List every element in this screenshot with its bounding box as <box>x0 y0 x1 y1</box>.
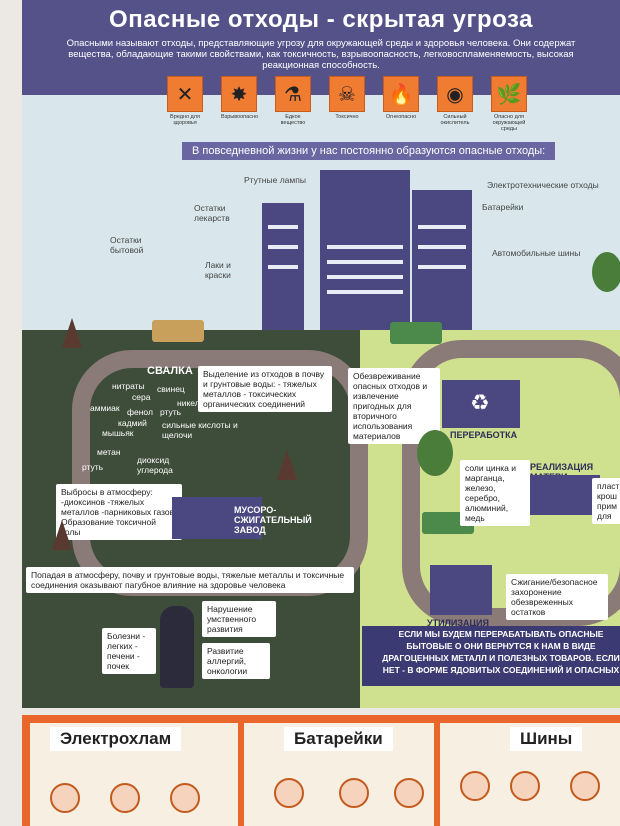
tires-panel: Шины <box>440 723 620 826</box>
health-impact-banner: Попадая в атмосферу, почву и грунтовые в… <box>26 567 354 593</box>
recycling-truck <box>390 322 442 344</box>
hazard-oxidizer: ◉ Сильный окислитель <box>437 76 473 132</box>
processing-plant <box>442 380 520 428</box>
household-chemicals-label: Остатки бытовой <box>110 235 144 255</box>
poster-subtitle: Опасными называют отходы, представляющие… <box>66 38 576 71</box>
tires-title: Шины <box>510 727 583 751</box>
batteries-panel: Батарейки <box>244 723 434 826</box>
harmful-icon: ✕ <box>167 76 203 112</box>
daily-waste-banner: В повседневной жизни у нас постоянно обр… <box>182 142 556 160</box>
tree <box>592 252 620 292</box>
tree <box>52 520 72 550</box>
hazard-flammable: 🔥 Огнеопасно <box>383 76 419 132</box>
building <box>412 190 472 333</box>
incinerator-label: МУСОРО-СЖИГАТЕЛЬНЫЙ ЗАВОД <box>234 505 312 535</box>
electronics-panel: Электрохлам <box>30 723 238 826</box>
hazard-explosive: ✸ Взрывоопасно <box>221 76 258 132</box>
mental-impact-box: Нарушение умственного развития <box>202 601 276 637</box>
processing-label: ПЕРЕРАБОТКА <box>450 430 518 440</box>
hazard-environment: 🌿 Опасно для окружающей среды <box>491 76 527 132</box>
hazard-corrosive: ⚗ Едкое вещество <box>275 76 311 132</box>
utilization-label: УТИЛИЗАЦИЯ <box>427 618 489 628</box>
environment-icon: 🌿 <box>491 76 527 112</box>
paint-label: Лаки и краски <box>205 260 231 280</box>
diseases-box: Болезни - легких - печени - почек <box>102 628 156 674</box>
hazard-poster: Опасные отходы - скрытая угроза Опасными… <box>22 0 620 708</box>
side-box: пласт крош прим для <box>592 478 620 524</box>
hazard-symbols: ✕ Вредно для здоровья ✸ Взрывоопасно ⚗ Е… <box>167 76 527 132</box>
electronics-title: Электрохлам <box>50 727 182 751</box>
poster-header: Опасные отходы - скрытая угроза Опасными… <box>22 0 620 95</box>
tree <box>277 450 297 480</box>
truck <box>152 320 204 342</box>
tires-label: Автомобильные шины <box>492 248 581 258</box>
tree <box>417 430 453 476</box>
oxidizer-icon: ◉ <box>437 76 473 112</box>
recycle-icon: ♻ <box>470 390 490 415</box>
batteries-label: Батарейки <box>482 202 524 212</box>
soil-pollution-box: Выделение из отходов в почву и грунтовые… <box>198 366 332 412</box>
recycling-message: ЕСЛИ МЫ БУДЕМ ПЕРЕРАБАТЫВАТЬ ОПАСНЫЕ БЫТ… <box>382 629 620 675</box>
batteries-title: Батарейки <box>284 727 393 751</box>
poster-title: Опасные отходы - скрытая угроза <box>109 6 533 33</box>
toxic-icon: ☠ <box>329 76 365 112</box>
utilization-plant <box>430 565 492 615</box>
neutralization-box: Обезвреживание опасных отходов и извлече… <box>348 368 440 444</box>
allergy-box: Развитие аллергий, онкологии <box>202 643 270 679</box>
incinerator-building <box>172 497 262 539</box>
metals-box: соли цинка и марганца, железо, серебро, … <box>460 460 530 526</box>
explosive-icon: ✸ <box>221 76 257 112</box>
mercury-lamps-label: Ртутные лампы <box>244 175 306 185</box>
hazard-toxic: ☠ Токсично <box>329 76 365 132</box>
shop-building <box>530 475 600 515</box>
corrosive-icon: ⚗ <box>275 76 311 112</box>
electronics-label: Электротехнические отходы <box>487 180 599 190</box>
tree <box>62 318 82 348</box>
bottom-poster-strip: Электрохлам Батарейки Шины <box>22 715 620 826</box>
dump-title: СВАЛКА <box>147 365 193 377</box>
disposal-box: Сжигание/безопасное захоронение обезвреж… <box>506 574 608 620</box>
hazard-harmful: ✕ Вредно для здоровья <box>167 76 203 132</box>
human-figure-icon <box>160 606 194 688</box>
flammable-icon: 🔥 <box>383 76 419 112</box>
air-pollution-box: Выбросы в атмосферу: -диоксинов -тяжелых… <box>56 484 182 540</box>
city-scene: Ртутные лампы Остатки лекарств Остатки б… <box>22 165 620 355</box>
building <box>320 170 410 333</box>
medicine-label: Остатки лекарств <box>194 203 230 223</box>
